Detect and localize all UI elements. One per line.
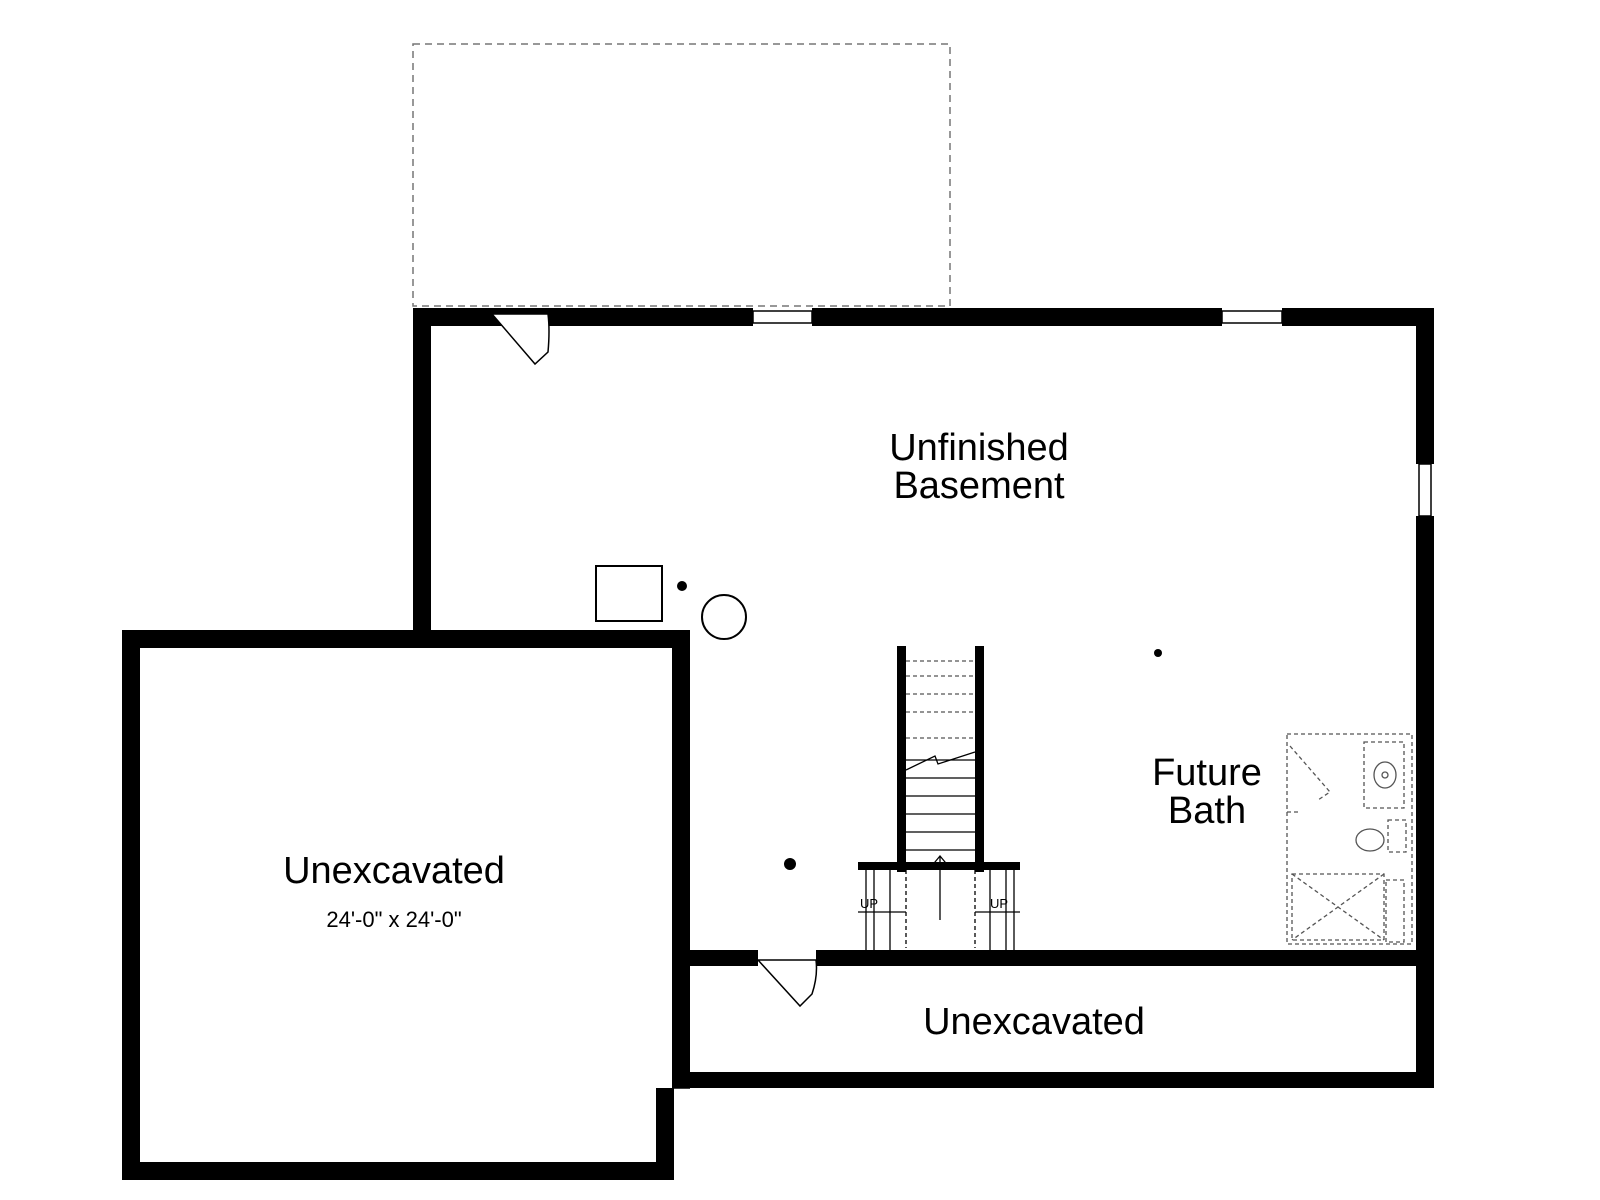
future-bath-label-line1: Future [1152,752,1262,794]
shower [1291,873,1385,941]
sink-icon [1373,761,1397,789]
door-bottom [756,959,818,1008]
right-wall-upper [1416,308,1434,464]
future-bath-label-line2: Bath [1168,790,1246,832]
toilet-icon [1355,828,1385,852]
unexcavated-bottom-label: Unexcavated [923,1001,1145,1043]
windows [752,310,1432,517]
furnace-square [595,565,663,622]
unfinished-basement-label-line1: Unfinished [889,427,1069,469]
stair-left-stringer [897,646,906,872]
bath-side-shelf [1385,879,1405,943]
bath-door-swing [1289,745,1331,801]
left-room-top-wall [122,630,690,648]
top-wall-segment [812,308,1222,326]
stair-side-steps-right [975,870,1020,950]
toilet-tank [1387,819,1407,853]
staircase: UP UP [858,646,1020,950]
stair-right-stringer [975,646,984,872]
stair-up-label-right: UP [990,896,1008,911]
bottom-wall [672,1072,1434,1088]
future-bath-fixtures [1286,733,1413,945]
vanity [1363,741,1405,809]
stair-landing-bar [858,862,1020,870]
post-dot [677,581,687,591]
post-dot [784,858,796,870]
mid-wall-segment [672,950,758,966]
window [752,310,813,324]
unexcavated-left-dimensions: 24'-0" x 24'-0" [326,907,461,932]
unexcavated-left-label: Unexcavated [283,850,505,892]
left-room-bottom-wall [122,1162,674,1180]
bottom-unexcavated-left-wall [672,632,690,1088]
water-heater-circle [701,594,747,640]
future-bath-solid-fixtures [1355,761,1397,852]
unfinished-basement-label-line2: Basement [893,465,1065,507]
mid-wall-segment [816,950,1416,966]
stair-dashed-treads [906,660,975,739]
left-room-right-wall [656,1088,674,1180]
window [1221,310,1283,324]
stair-side-steps-left [858,870,906,950]
stair-bottom-flight [905,854,976,948]
left-room-left-wall [122,630,140,1178]
stair-up-label-left: UP [860,896,878,911]
main-basement-walls [413,308,1434,1088]
window [1418,463,1432,517]
top-wall-segment [1282,308,1434,326]
right-wall-lower [1416,516,1434,1088]
door-top-left [490,313,550,366]
stair-treads [905,751,976,851]
left-wall [413,308,431,638]
post-dot [1154,649,1162,657]
dashed-upper-area-outline [412,43,951,307]
left-unexcavated-walls [122,630,690,1180]
top-wall-segment [413,308,753,326]
